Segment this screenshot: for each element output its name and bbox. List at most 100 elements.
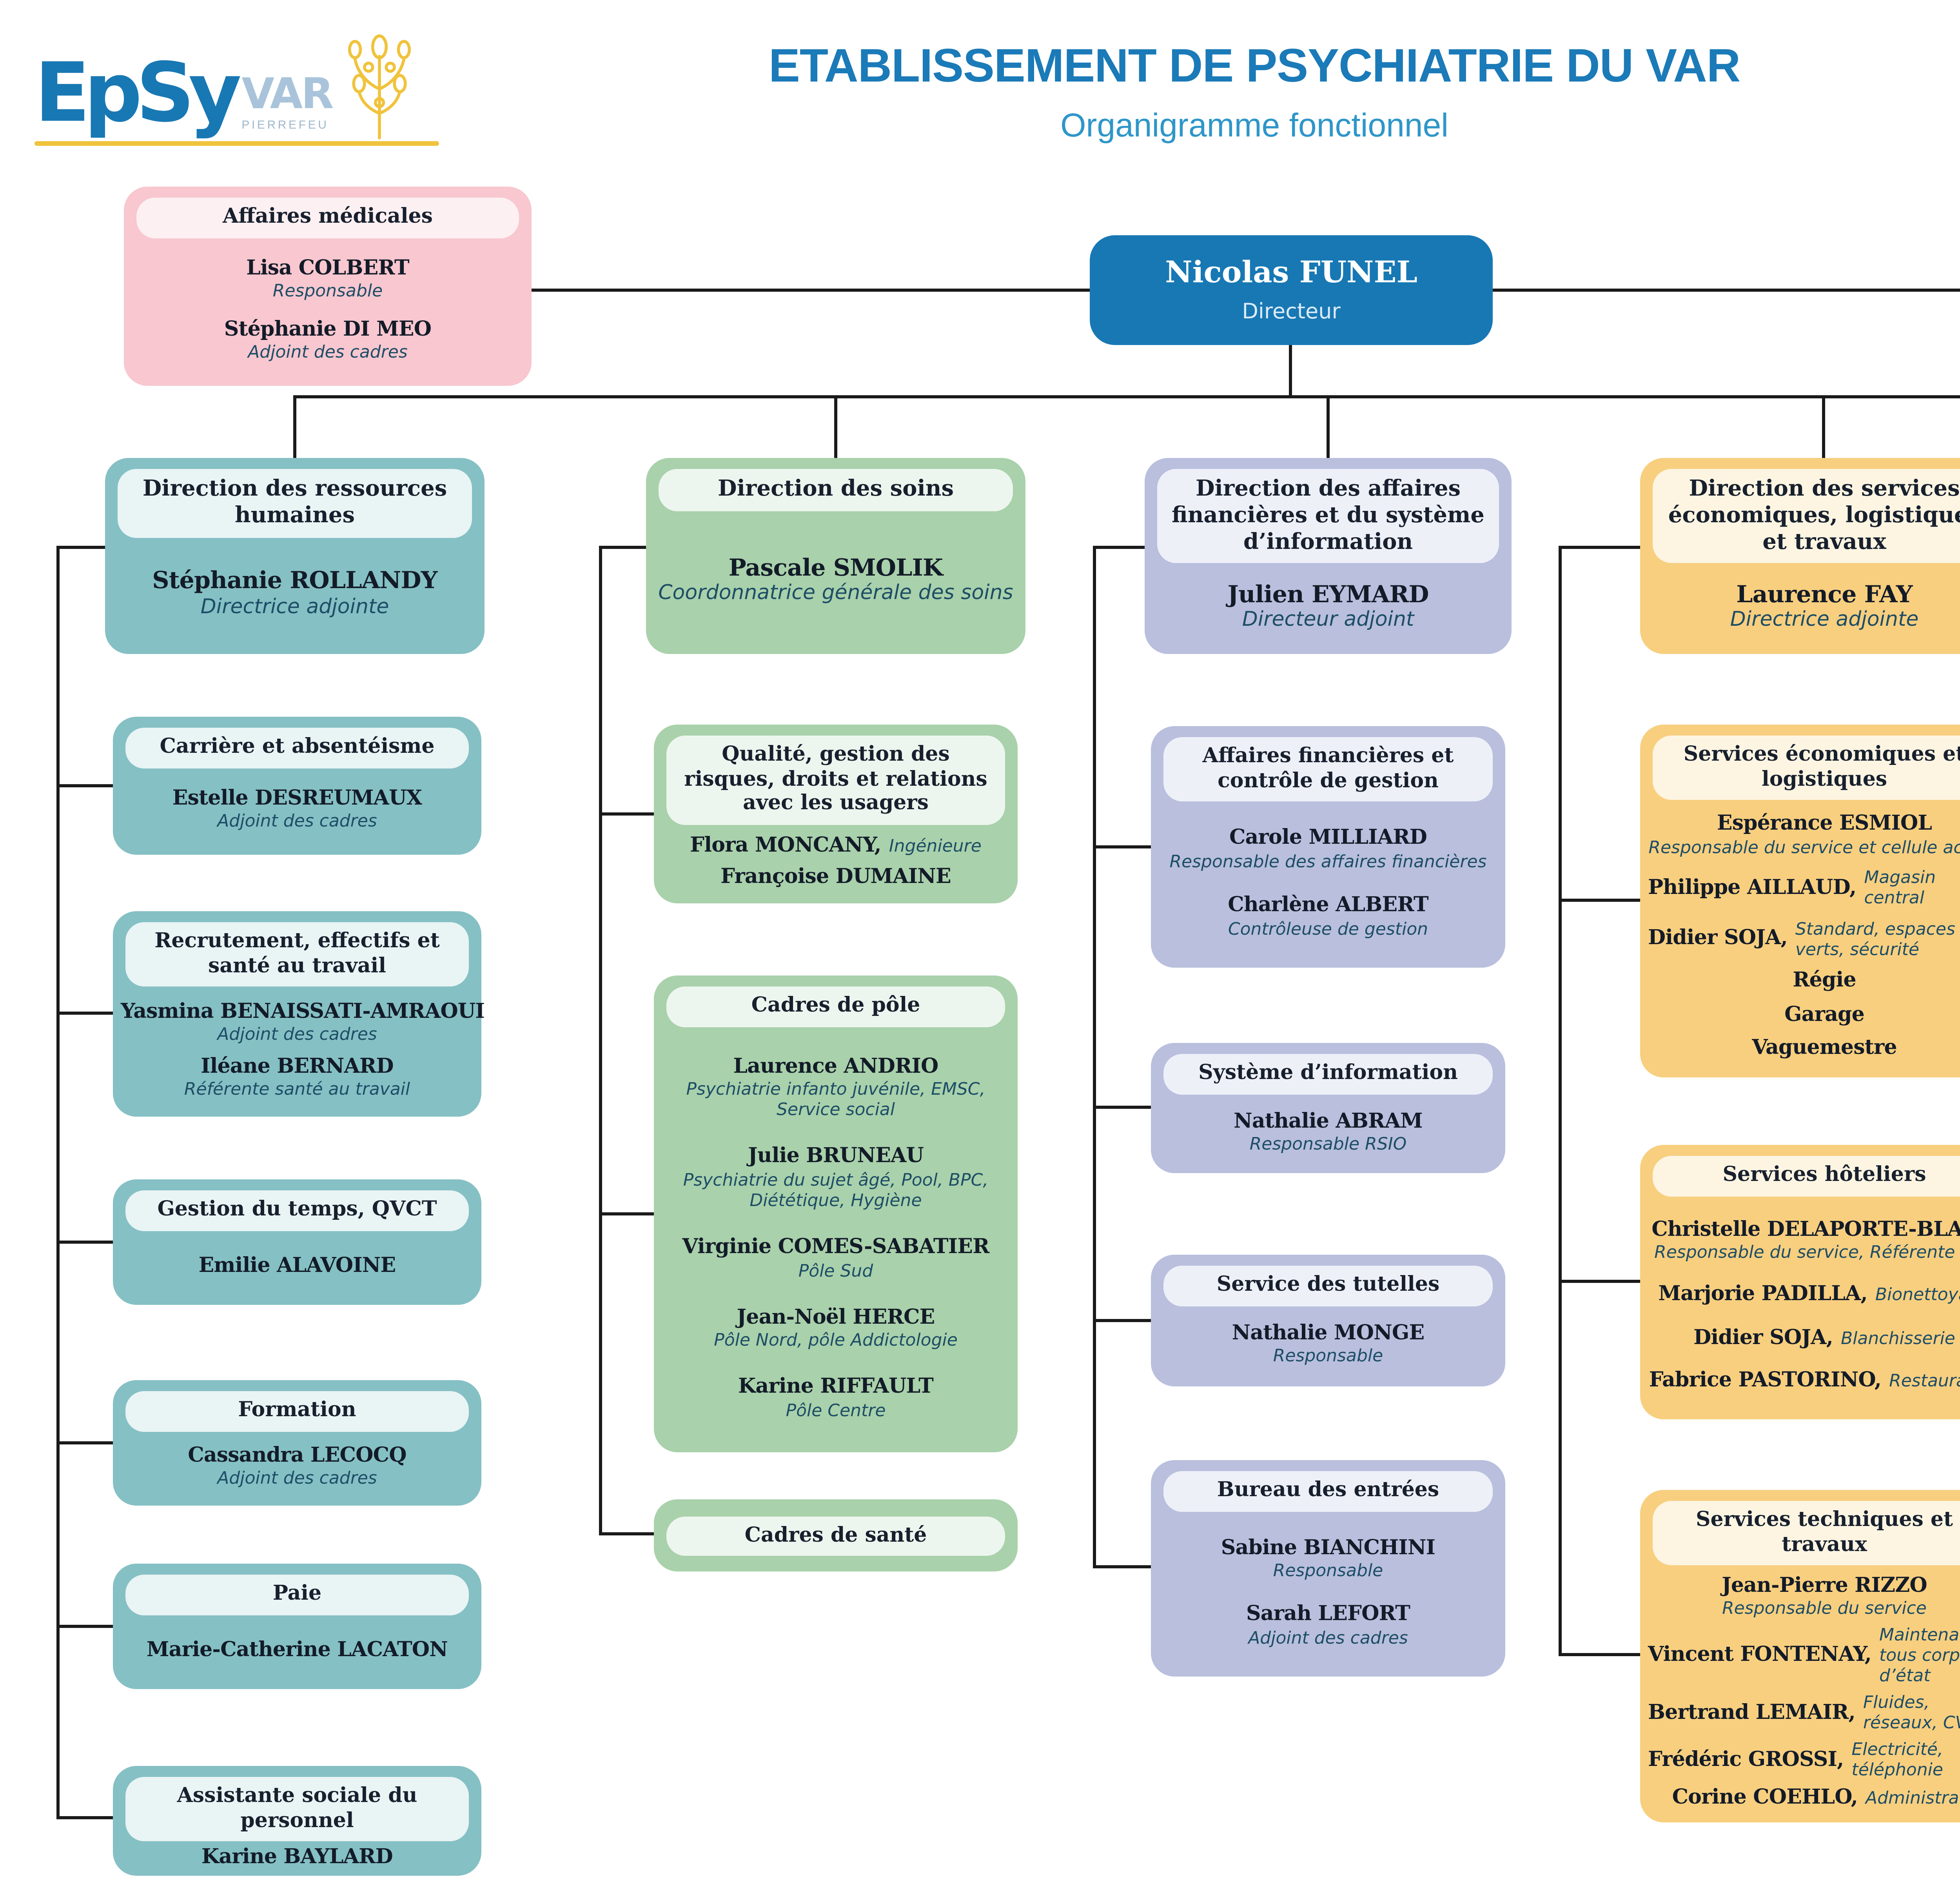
page-subtitle: Organigramme fonctionnel bbox=[1060, 108, 1448, 144]
connector-line bbox=[56, 1816, 113, 1819]
box-title: Service des tutelles bbox=[1163, 1266, 1493, 1306]
member: Philippe AILLAUD,Magasin central bbox=[1648, 868, 1960, 909]
box-title: Direction des services économiques, logi… bbox=[1653, 469, 1960, 564]
box-title: Paie bbox=[125, 1575, 469, 1615]
member-list: Lisa COLBERT Responsable Stéphanie DI ME… bbox=[132, 241, 524, 380]
member: Emilie ALAVOINE bbox=[121, 1254, 474, 1278]
member: Bertrand LEMAIR,Fluides, réseaux, CVC bbox=[1648, 1692, 1960, 1734]
org-box-soins-0: Qualité, gestion des risques, droits et … bbox=[654, 725, 1018, 903]
member: Marie-Catherine LACATON bbox=[121, 1639, 474, 1662]
page-header: ETABLISSEMENT DE PSYCHIATRIE DU VAR Orga… bbox=[0, 41, 1960, 146]
member-name: Julien EYMARD bbox=[1227, 579, 1429, 608]
connector-line bbox=[56, 1241, 113, 1244]
box-title: Bureau des entrées bbox=[1163, 1471, 1493, 1511]
member-name: Laurence ANDRIO bbox=[733, 1055, 938, 1079]
member-name: Didier SOJA, bbox=[1648, 927, 1788, 951]
member-role: Responsable bbox=[1273, 1346, 1383, 1367]
box-title: Direction des affaires financières et du… bbox=[1157, 469, 1499, 564]
member-list: Emilie ALAVOINE bbox=[121, 1233, 474, 1299]
box-affaires-medicales: Affaires médicales Lisa COLBERT Responsa… bbox=[124, 187, 532, 386]
member-name: Laurence FAY bbox=[1736, 579, 1913, 608]
member-name: Charlène ALBERT bbox=[1228, 894, 1428, 918]
member-role: Fluides, réseaux, CVC bbox=[1863, 1692, 1960, 1734]
logo-brand-text: EpSy bbox=[34, 47, 241, 142]
connector-line bbox=[1559, 899, 1640, 902]
connector-line bbox=[56, 1625, 113, 1628]
member-role: Blanchisserie bbox=[1841, 1328, 1955, 1348]
member-name: Karine RIFFAULT bbox=[738, 1376, 934, 1400]
member-name: Yasmina BENAISSATI-AMRAOUI bbox=[121, 1000, 485, 1024]
member-name: Karine BAYLARD bbox=[201, 1846, 393, 1870]
page-title: ETABLISSEMENT DE PSYCHIATRIE DU VAR bbox=[768, 41, 1740, 93]
member-role: Responsable des affaires financières bbox=[1169, 851, 1487, 872]
member: Françoise DUMAINE bbox=[662, 866, 1010, 890]
member-role: Coordonnatrice générale des soins bbox=[658, 582, 1013, 606]
member-name: Marie-Catherine LACATON bbox=[146, 1638, 448, 1662]
member-name: Garage bbox=[1784, 1003, 1865, 1027]
box-title: Qualité, gestion des risques, droits et … bbox=[666, 736, 1005, 825]
connector-line bbox=[1093, 845, 1151, 848]
member-role: Directrice adjointe bbox=[200, 596, 389, 619]
connector-line bbox=[1093, 546, 1096, 1568]
box-title: Affaires médicales bbox=[136, 198, 519, 238]
connector-line bbox=[1559, 546, 1562, 1656]
member-name: Stéphanie ROLLANDY bbox=[152, 566, 437, 595]
org-box-soins-2: Cadres de santé bbox=[654, 1499, 1018, 1571]
director-name: Nicolas FUNEL bbox=[1165, 256, 1417, 290]
member-name: Marjorie PADILLA, bbox=[1658, 1283, 1867, 1306]
member-name: Virginie COMES-SABATIER bbox=[682, 1236, 989, 1260]
member-name: Jean-Pierre RIZZO bbox=[1722, 1574, 1927, 1598]
org-box-finances-0: Affaires financières et contrôle de gest… bbox=[1151, 726, 1505, 968]
member-name: Sarah LEFORT bbox=[1246, 1603, 1410, 1627]
member-role: Pôle Centre bbox=[786, 1400, 886, 1421]
member-name: Vincent FONTENAY, bbox=[1648, 1644, 1872, 1668]
member-name: Carole MILLIARD bbox=[1229, 827, 1427, 851]
member-role: Adjoint des cadres bbox=[1248, 1627, 1408, 1648]
member: Didier SOJA, Standard, espaces verts, séc… bbox=[1648, 919, 1960, 960]
member-name: Emilie ALAVOINE bbox=[198, 1254, 396, 1278]
member: Garage bbox=[1648, 1004, 1960, 1028]
connector-line bbox=[1559, 1280, 1640, 1283]
member-name: Stéphanie DI MEO bbox=[224, 318, 432, 342]
member-role: Responsable du service et cellule achats bbox=[1648, 837, 1960, 857]
org-box-rh-1: Recrutement, effectifs et santé au trava… bbox=[113, 911, 485, 1117]
connector-line bbox=[1093, 1319, 1151, 1322]
connector-line bbox=[599, 546, 646, 549]
member-role: Référente santé au travail bbox=[184, 1079, 410, 1100]
member-name: Frédéric GROSSI, bbox=[1648, 1748, 1844, 1772]
member: Didier SOJA,Blanchisserie bbox=[1648, 1326, 1960, 1350]
box-title: Cadres de santé bbox=[666, 1516, 1005, 1557]
connector-line bbox=[1093, 546, 1145, 549]
member-role: Pôle Sud bbox=[798, 1260, 873, 1281]
box-title: Direction des ressources humaines bbox=[118, 469, 472, 538]
member-role: Standard, espaces verts, sécurité bbox=[1795, 918, 1955, 960]
member: Christelle DELAPORTE-BLANCResponsable du… bbox=[1648, 1219, 1960, 1263]
member-role: Restauration bbox=[1889, 1371, 1960, 1392]
connector-line bbox=[1289, 345, 1292, 398]
member-role: Responsable bbox=[1273, 1560, 1383, 1581]
member-name: Pascale SMOLIK bbox=[728, 553, 943, 581]
member-list: Christelle DELAPORTE-BLANCResponsable du… bbox=[1648, 1199, 1960, 1413]
